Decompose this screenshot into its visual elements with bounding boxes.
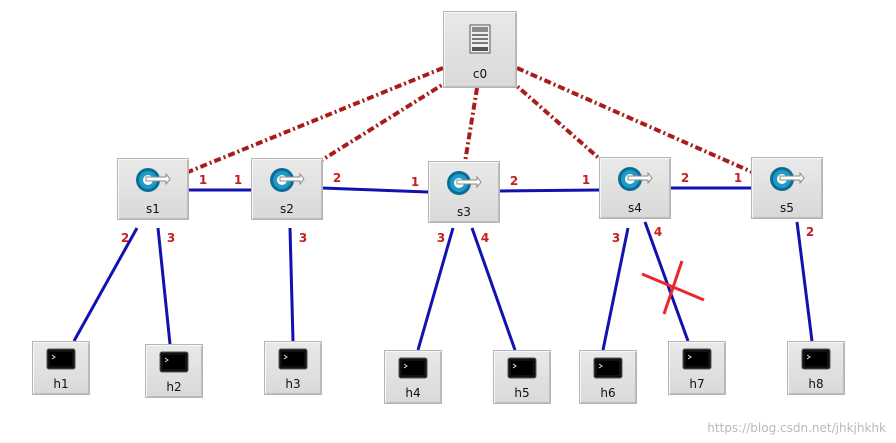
node-label: s4	[628, 201, 642, 215]
port-label: 2	[510, 174, 518, 188]
port-label: 3	[437, 231, 445, 245]
node-label: h2	[166, 380, 182, 394]
host-node-h3[interactable]: h3	[264, 341, 322, 395]
node-label: h1	[53, 377, 69, 391]
terminal-icon	[682, 348, 712, 374]
switch-arrow-icon	[446, 167, 482, 203]
node-label: s2	[280, 202, 294, 216]
host-node-h8[interactable]: h8	[787, 341, 845, 395]
switch-node-s1[interactable]: s1	[117, 158, 189, 220]
host-node-h2[interactable]: h2	[145, 344, 203, 398]
terminal-icon	[801, 348, 831, 374]
port-label: 1	[734, 171, 742, 185]
controller-link-s4	[508, 78, 603, 162]
port-label: 1	[234, 173, 242, 187]
terminal-icon	[398, 357, 428, 383]
port-label: 2	[681, 171, 689, 185]
controller-link-s1	[187, 66, 444, 174]
controller-node-c0[interactable]: c0	[443, 11, 517, 88]
node-label: h7	[689, 377, 705, 391]
terminal-icon	[507, 357, 537, 383]
port-label: 2	[121, 231, 129, 245]
switch-arrow-icon	[769, 163, 805, 199]
link-s4-h7	[643, 221, 690, 342]
node-label: h5	[514, 386, 530, 400]
port-label: 4	[654, 225, 662, 239]
host-node-h4[interactable]: h4	[384, 350, 442, 404]
link-s1-h1	[72, 227, 139, 342]
node-label: h3	[285, 377, 301, 391]
watermark: https://blog.csdn.net/jhkjhkhk	[707, 421, 886, 435]
link-s3-h5	[470, 227, 517, 351]
node-label: h6	[600, 386, 616, 400]
terminal-icon	[278, 348, 308, 374]
port-label: 3	[299, 231, 307, 245]
controller-link-s3	[463, 87, 479, 163]
node-label: c0	[472, 67, 488, 81]
port-label: 2	[806, 225, 814, 239]
switch-node-s3[interactable]: s3	[428, 161, 500, 223]
link-s2-h3	[288, 227, 295, 342]
data-links	[72, 186, 814, 351]
port-labels: 1 1 2 1 2 1 2 1 2 3 3 3 4 3 4 2	[121, 171, 814, 315]
x-mark	[641, 260, 705, 315]
node-label: s1	[146, 202, 160, 216]
terminal-icon	[593, 357, 623, 383]
port-label: 1	[411, 175, 419, 189]
link-s4-h6	[601, 227, 630, 351]
port-label: 3	[167, 231, 175, 245]
host-node-h7[interactable]: h7	[668, 341, 726, 395]
terminal-icon	[46, 348, 76, 374]
terminal-icon	[159, 351, 189, 377]
switch-node-s2[interactable]: s2	[251, 158, 323, 220]
x-mark-stroke	[662, 260, 684, 315]
node-label: h8	[808, 377, 824, 391]
node-label: s5	[780, 201, 794, 215]
link-s3-s4	[498, 188, 600, 193]
switch-node-s4[interactable]: s4	[599, 157, 671, 219]
host-node-h5[interactable]: h5	[493, 350, 551, 404]
switch-arrow-icon	[135, 164, 171, 200]
host-node-h6[interactable]: h6	[579, 350, 637, 404]
host-node-h1[interactable]: h1	[32, 341, 90, 395]
node-label: h4	[405, 386, 421, 400]
switch-node-s5[interactable]: s5	[751, 157, 823, 219]
port-label: 2	[333, 171, 341, 185]
switch-arrow-icon	[617, 163, 653, 199]
controller-links	[187, 66, 753, 174]
controller-link-s2	[320, 78, 452, 162]
port-label: 1	[582, 173, 590, 187]
switch-arrow-icon	[269, 164, 305, 200]
controller-link-s5	[516, 66, 753, 174]
port-label: 1	[199, 173, 207, 187]
server-icon	[469, 24, 491, 58]
port-label: 3	[612, 231, 620, 245]
link-s1-h2	[156, 227, 172, 345]
link-s2-s3	[321, 186, 429, 194]
node-label: s3	[457, 205, 471, 219]
port-label: 4	[481, 231, 489, 245]
link-s3-h4	[416, 227, 455, 351]
link-s5-h8	[795, 221, 814, 342]
